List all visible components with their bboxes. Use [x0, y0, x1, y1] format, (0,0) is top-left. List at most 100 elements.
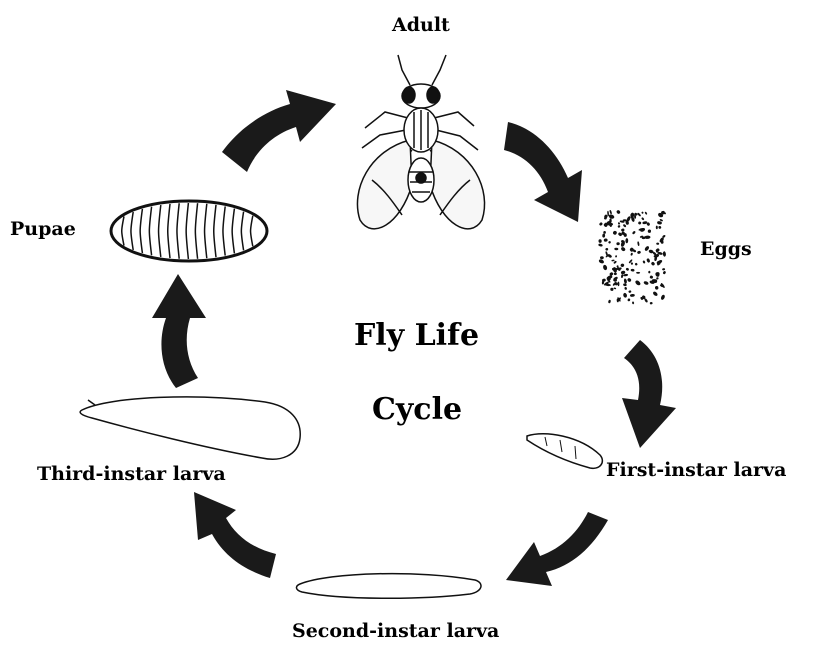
egg-speck — [623, 274, 628, 277]
egg-speck — [605, 248, 608, 251]
egg-speck — [621, 274, 624, 278]
egg-speck — [620, 240, 625, 247]
egg-speck — [599, 222, 603, 226]
egg-speck — [620, 246, 626, 252]
egg-speck — [621, 228, 625, 232]
egg-speck — [623, 292, 628, 298]
diagram-title-line-2: Cycle — [372, 392, 462, 427]
eggs-illustration — [598, 209, 666, 304]
egg-speck — [656, 242, 659, 245]
egg-speck — [623, 283, 627, 286]
egg-speck — [598, 243, 603, 247]
egg-speck — [608, 223, 613, 226]
egg-speck — [637, 251, 641, 255]
egg-speck — [616, 209, 621, 214]
egg-speck — [642, 260, 645, 264]
egg-speck — [643, 281, 649, 286]
egg-speck — [608, 299, 611, 303]
egg-speck — [637, 212, 641, 217]
arrow-eggs-to-first-instar — [622, 340, 676, 448]
egg-speck — [648, 271, 651, 274]
egg-speck — [650, 302, 653, 305]
egg-speck — [631, 269, 635, 272]
egg-speck — [663, 251, 667, 257]
egg-speck — [656, 277, 659, 279]
stage-label-pupae: Pupae — [10, 218, 76, 240]
egg-speck — [614, 248, 618, 251]
egg-speck — [657, 221, 662, 225]
egg-speck — [634, 262, 637, 265]
egg-speck — [600, 256, 604, 259]
pupa-illustration — [111, 201, 267, 261]
arrow-pupae-to-adult — [222, 90, 336, 172]
egg-speck — [662, 268, 665, 271]
egg-speck — [614, 272, 617, 275]
egg-speck — [651, 261, 656, 266]
egg-speck — [618, 282, 620, 287]
egg-speck — [646, 258, 650, 263]
egg-speck — [617, 225, 620, 228]
egg-speck — [623, 224, 627, 228]
egg-speck — [607, 211, 609, 216]
egg-speck — [641, 211, 644, 214]
egg-speck — [624, 278, 628, 284]
egg-speck — [616, 242, 620, 245]
egg-speck — [610, 288, 614, 292]
egg-speck — [620, 263, 624, 267]
egg-speck — [602, 233, 605, 237]
egg-speck — [632, 301, 635, 304]
egg-speck — [631, 262, 634, 265]
egg-speck — [634, 280, 641, 287]
egg-speck — [598, 239, 601, 243]
second-instar-larva-illustration — [296, 574, 481, 599]
egg-speck — [630, 252, 633, 255]
egg-speck — [625, 267, 629, 271]
egg-speck — [618, 222, 621, 225]
egg-speck — [620, 270, 625, 275]
egg-speck — [603, 231, 606, 234]
third-instar-larva-illustration — [80, 397, 300, 459]
egg-speck — [648, 229, 652, 233]
egg-speck — [604, 238, 608, 242]
arrow-third-instar-to-pupae — [152, 274, 206, 388]
egg-speck — [628, 290, 631, 293]
egg-speck — [602, 264, 607, 270]
egg-speck — [637, 241, 640, 246]
arrow-second-to-third-instar — [194, 492, 276, 578]
stage-label-adult: Adult — [392, 14, 450, 36]
stage-label-third-instar: Third-instar larva — [37, 463, 226, 485]
diagram-title-line-1: Fly Life — [354, 318, 479, 353]
egg-speck — [624, 287, 627, 290]
egg-speck — [598, 259, 604, 265]
egg-speck — [636, 272, 640, 274]
egg-speck — [641, 217, 644, 221]
egg-speck — [644, 211, 647, 214]
egg-speck — [656, 226, 658, 230]
egg-speck — [655, 286, 659, 290]
egg-speck — [658, 226, 661, 229]
egg-speck — [625, 238, 628, 243]
arrow-adult-to-eggs — [504, 122, 582, 222]
egg-speck — [660, 294, 665, 300]
stage-label-eggs: Eggs — [700, 238, 752, 260]
egg-speck — [627, 298, 630, 301]
egg-speck — [662, 271, 666, 275]
stage-label-second-instar: Second-instar larva — [292, 620, 499, 642]
egg-speck — [613, 287, 616, 289]
stage-label-first-instar: First-instar larva — [606, 459, 786, 481]
egg-speck — [632, 230, 636, 234]
egg-speck — [630, 294, 635, 297]
egg-speck — [649, 275, 653, 279]
egg-speck — [638, 221, 642, 225]
egg-speck — [611, 259, 614, 261]
egg-speck — [612, 230, 617, 235]
egg-speck — [652, 291, 658, 297]
arrow-first-to-second-instar — [506, 512, 608, 586]
first-instar-larva-illustration — [527, 434, 602, 469]
egg-speck — [608, 214, 615, 220]
egg-speck — [627, 277, 632, 282]
egg-speck — [655, 271, 661, 277]
egg-speck — [615, 255, 618, 258]
egg-speck — [609, 210, 612, 215]
